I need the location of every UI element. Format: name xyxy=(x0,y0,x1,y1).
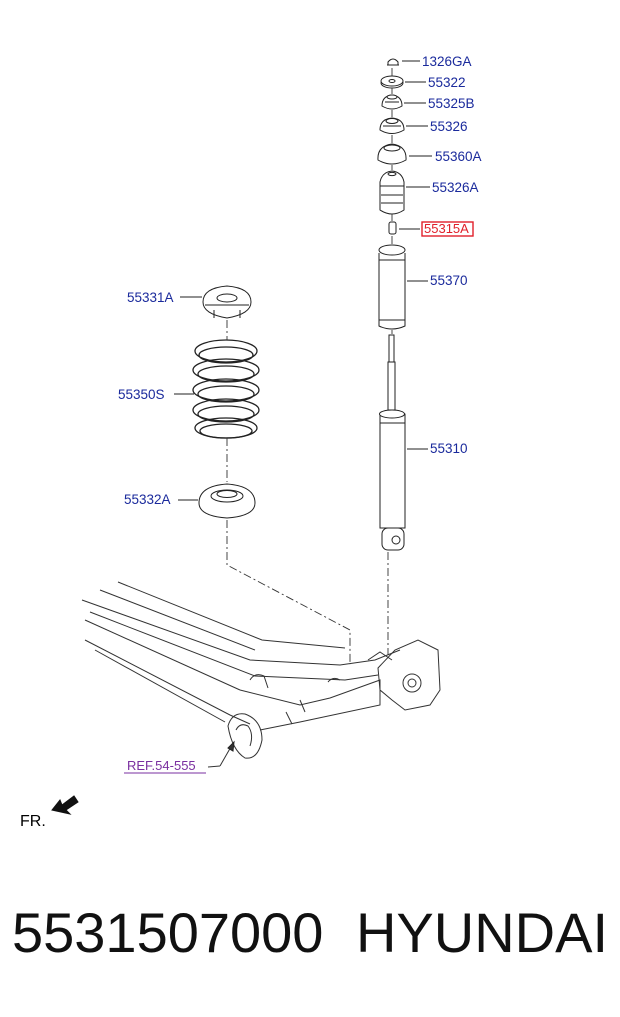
label-55310[interactable]: 55310 xyxy=(430,441,468,456)
label-55325B[interactable]: 55325B xyxy=(428,96,475,111)
exploded-parts-diagram: 1326GA 55322 55325B 55326 55360A 55326A … xyxy=(20,54,482,830)
label-55360A[interactable]: 55360A xyxy=(435,149,482,164)
lower-spring-seat-55332A[interactable] xyxy=(198,483,256,519)
label-55322[interactable]: 55322 xyxy=(428,75,466,90)
dust-cover-55370[interactable] xyxy=(378,244,406,330)
label-55370[interactable]: 55370 xyxy=(430,273,468,288)
bump-stopper-55326A[interactable] xyxy=(379,170,405,215)
cup-55360A[interactable] xyxy=(377,143,407,165)
part-number: 5531507000 xyxy=(12,901,324,964)
brand-name: HYUNDAI xyxy=(355,901,608,964)
label-1326GA[interactable]: 1326GA xyxy=(422,54,472,69)
front-direction-label: FR. xyxy=(20,813,46,830)
ref-link[interactable]: REF.54-555 xyxy=(127,758,196,773)
shock-absorber-55310[interactable] xyxy=(379,334,406,551)
label-55350S[interactable]: 55350S xyxy=(118,387,165,402)
label-55331A[interactable]: 55331A xyxy=(127,290,174,305)
bushing-55325B[interactable] xyxy=(381,94,403,110)
washer-55322[interactable] xyxy=(380,75,404,89)
spacer-55315A[interactable] xyxy=(388,221,397,235)
front-arrow-icon xyxy=(51,795,79,815)
label-55326A[interactable]: 55326A xyxy=(432,180,479,195)
coil-spring-55350S[interactable] xyxy=(192,339,260,439)
label-55315A[interactable]: 55315A xyxy=(424,221,469,236)
highlight-box xyxy=(421,221,474,237)
nut-1326GA[interactable] xyxy=(387,58,399,66)
rear-axle-beam xyxy=(81,581,441,759)
label-55326[interactable]: 55326 xyxy=(430,119,468,134)
upper-spring-seat-55331A[interactable] xyxy=(202,285,252,319)
bushing-55326[interactable] xyxy=(379,117,405,134)
label-55332A[interactable]: 55332A xyxy=(124,492,171,507)
